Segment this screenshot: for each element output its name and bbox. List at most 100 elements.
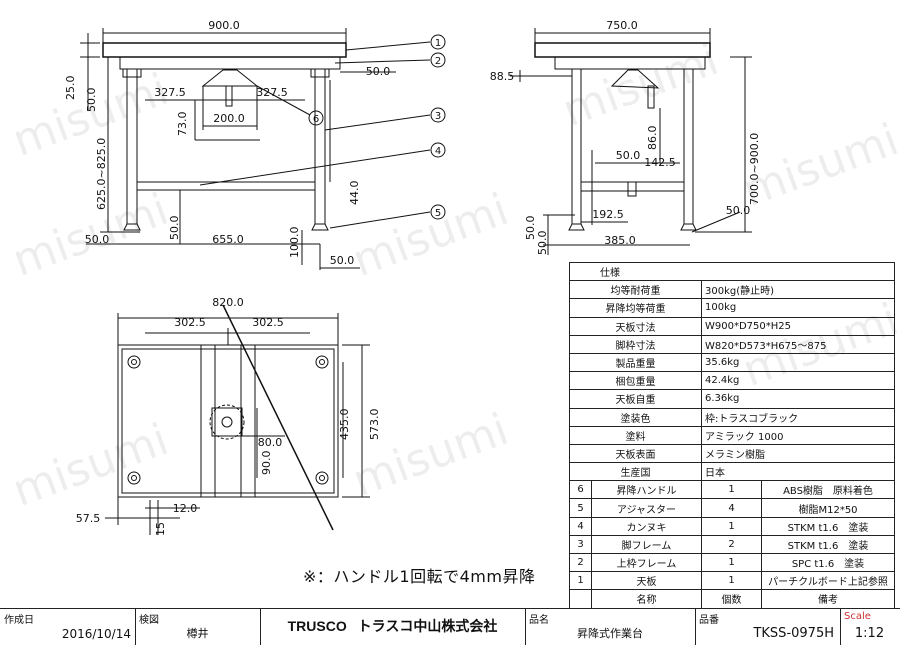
- dim-90: 90.0: [260, 451, 273, 476]
- leg-right: [314, 68, 326, 225]
- dim-73: 73.0: [176, 112, 189, 137]
- part-no: 3: [569, 534, 592, 555]
- spec-value: W820*D573*H675～875: [700, 334, 896, 354]
- spec-label: 塗装色: [569, 407, 702, 427]
- product-label: 品名: [529, 615, 549, 626]
- dim-100: 100.0: [288, 227, 301, 259]
- leg-cap-right: [310, 68, 330, 78]
- spec-row: 生産国日本: [569, 462, 896, 482]
- dim-height-range: 625.0~825.0: [95, 138, 108, 210]
- part-no: 5: [569, 498, 592, 518]
- dim-50-foot-right: 50.0: [330, 254, 355, 267]
- partno-value: TKSS-0975H: [753, 626, 834, 641]
- scale-label: Scale: [844, 611, 871, 622]
- part-qty: 4: [701, 498, 762, 518]
- dim-200: 200.0: [213, 112, 245, 125]
- side-dimensions: 750.0 88.5 700.0~900.0 86.0 142.5 50.0 1…: [490, 19, 761, 255]
- part-note: SPC t1.6 塗装: [760, 552, 896, 573]
- part-no: 2: [569, 552, 592, 573]
- tb-company-cell: TRUSCO トラスコ中山株式会社: [260, 609, 526, 645]
- part-qty: 2: [701, 534, 762, 555]
- dim-302-right: 302.5: [252, 316, 284, 329]
- dim-12: 12.0: [173, 502, 198, 515]
- dim-50-brace: 50.0: [168, 216, 181, 241]
- dim-88: 88.5: [490, 70, 515, 83]
- callout-2: [430, 52, 446, 68]
- part-note: STKM t1.6 塗装: [760, 516, 896, 536]
- spec-label: 均等耐荷重: [569, 280, 702, 300]
- part-name: 昇降ハンドル: [591, 480, 702, 500]
- spec-value: アミラック 1000: [700, 425, 896, 445]
- spec-label: 天板表面: [569, 443, 702, 464]
- dim-50-foot-left: 50.0: [85, 233, 110, 246]
- dim-50-side-a: 50.0: [616, 149, 641, 162]
- side-leg-right: [683, 68, 694, 225]
- part-qty: 1: [701, 480, 762, 500]
- part-qty: 1: [701, 571, 762, 591]
- callout-6: [308, 110, 324, 126]
- dim-50-side-b: 50.0: [524, 216, 537, 241]
- spec-header: 仕様: [568, 261, 896, 282]
- dim-57: 57.5: [76, 512, 101, 525]
- checker-label: 検図: [139, 615, 159, 626]
- dim-192: 192.5: [592, 208, 624, 221]
- dim-80: 80.0: [258, 436, 283, 449]
- tb-date-cell: 作成日 2016/10/14: [0, 609, 136, 645]
- dim-573: 573.0: [368, 409, 381, 441]
- part-name: 天板: [591, 571, 702, 591]
- callout-1: [430, 34, 446, 50]
- spec-value: W900*D750*H25: [700, 316, 896, 336]
- spec-label: 塗料: [569, 425, 702, 445]
- upper-frame: [119, 56, 341, 70]
- footer-blank: [569, 589, 592, 609]
- spec-value: 42.4kg: [700, 371, 896, 391]
- front-view: [80, 28, 431, 270]
- dim-25: 25.0: [64, 76, 77, 101]
- brand-logo: TRUSCO: [287, 618, 347, 634]
- callout-3: [430, 107, 446, 123]
- part-no: 6: [569, 480, 592, 500]
- brace: [136, 181, 316, 191]
- dim-width: 900.0: [208, 19, 240, 32]
- dim-50-side-d: 50.0: [726, 204, 751, 217]
- callout-label-5: 5: [435, 208, 441, 219]
- plan-dimensions: 820.0 302.5 302.5 573.0 435.0 80.0 90.0 …: [76, 296, 381, 536]
- footer-qty: 個数: [701, 589, 762, 609]
- dim-750: 750.0: [606, 19, 638, 32]
- callout-label-6: 6: [313, 114, 319, 125]
- adjuster-right: [311, 223, 329, 231]
- rotation-note: ※：ハンドル1回転で4mm昇降: [303, 567, 536, 586]
- leg-left: [126, 68, 138, 225]
- dim-820: 820.0: [212, 296, 244, 309]
- callout-label-3: 3: [435, 111, 441, 122]
- spec-value: 100kg: [700, 298, 896, 318]
- dim-435: 435.0: [338, 409, 351, 441]
- title-block: 作成日 2016/10/14 検図 樽井 TRUSCO トラスコ中山株式会社 品…: [0, 608, 900, 646]
- spec-value: 35.6kg: [700, 352, 896, 373]
- part-note: 樹脂M12*50: [760, 498, 896, 518]
- product-value: 昇降式作業台: [577, 627, 643, 640]
- callout-numbers: 1 2 3 4 5 6: [313, 38, 441, 219]
- spec-value: 枠:トラスコブラック: [700, 407, 896, 427]
- tabletop: [102, 42, 347, 58]
- part-name: カンヌキ: [591, 516, 702, 536]
- side-tabletop: [534, 42, 711, 58]
- dim-15: 15: [154, 522, 167, 536]
- adjuster-left: [123, 223, 141, 231]
- parts-footer: 名称個数備考: [569, 589, 896, 609]
- spec-row: 天板表面メラミン樹脂: [569, 443, 896, 464]
- spec-label: 天板自重: [569, 389, 702, 409]
- leg-cap-left: [122, 68, 142, 78]
- partno-label: 品番: [699, 615, 719, 626]
